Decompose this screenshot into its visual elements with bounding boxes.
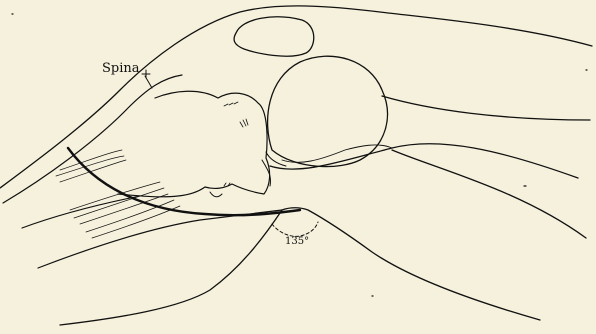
angle-arc [272,222,318,236]
spina-label: Spina [102,61,140,76]
thick-arc-line [68,148,300,215]
articular-block [118,91,270,197]
angle-label: 135° [285,236,309,247]
hatch-marks [224,102,248,186]
upper-outer-contour [0,6,592,188]
round-head [268,56,388,166]
lower-bone-left [60,210,282,325]
head-lower-contour [270,144,578,178]
lower-left-contour-2 [22,196,140,228]
shaft-line-upper [382,96,590,120]
specks [12,14,587,296]
oval-foramen [234,17,314,56]
shaft-line-lower [392,150,586,238]
spina-leader [142,70,152,88]
articular-notch [210,192,222,197]
lower-left-contour [38,210,282,268]
upper-inner-contour [3,75,182,203]
lower-bone-apex [282,208,540,320]
